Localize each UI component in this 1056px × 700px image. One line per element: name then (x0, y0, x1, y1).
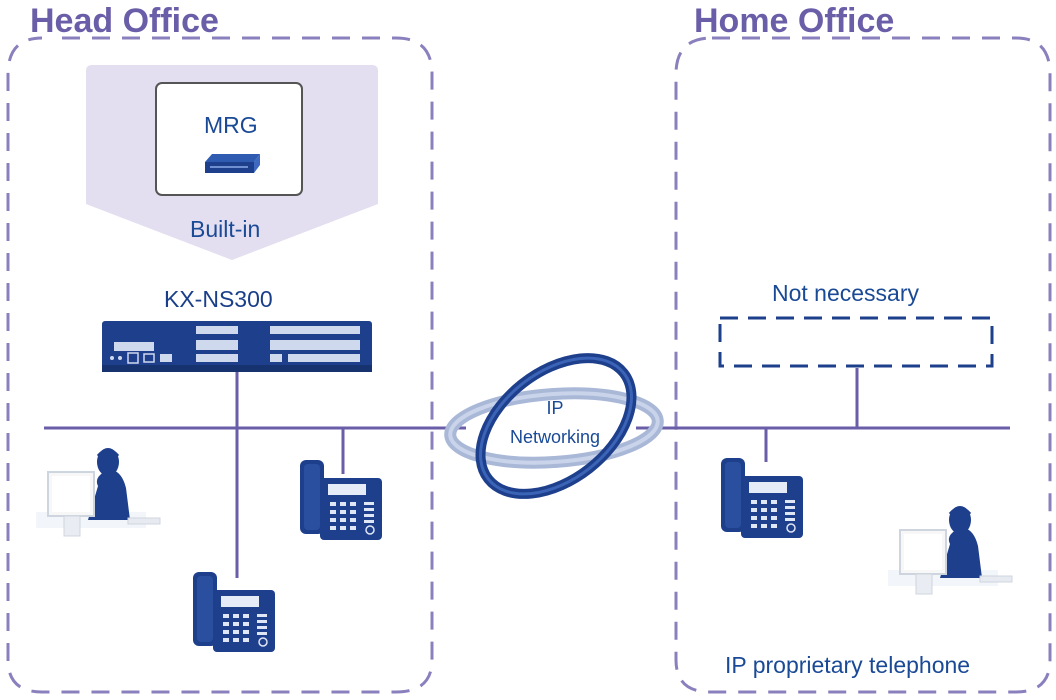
not-necessary-box (718, 316, 994, 368)
ip-phone-icon (192, 571, 276, 653)
user-at-desk-icon (34, 446, 162, 538)
built-in-label: Built-in (190, 216, 261, 242)
not-necessary-label: Not necessary (772, 280, 920, 306)
pbx-model-label: KX-NS300 (164, 286, 273, 312)
head-office-region-border (6, 36, 434, 694)
mrg-device-icon (205, 154, 260, 173)
ip-networking-label-line1: IP (546, 398, 564, 418)
ip-networking-label-line2: Networking (509, 427, 601, 447)
ip-network-ring-icon (444, 353, 664, 499)
mrg-box (155, 82, 303, 196)
ip-phone-icon (299, 459, 383, 541)
lan-lines (44, 368, 1010, 578)
ip-phone-icon (720, 457, 804, 539)
pbx-unit-icon (102, 321, 372, 372)
head-office-title: Head Office (30, 2, 219, 40)
home-office-title: Home Office (694, 2, 895, 40)
user-at-desk-icon (886, 504, 1014, 596)
home-office-region-border (674, 36, 1052, 694)
mrg-label: MRG (204, 112, 258, 138)
ip-proprietary-telephone-label: IP proprietary telephone (725, 652, 971, 678)
